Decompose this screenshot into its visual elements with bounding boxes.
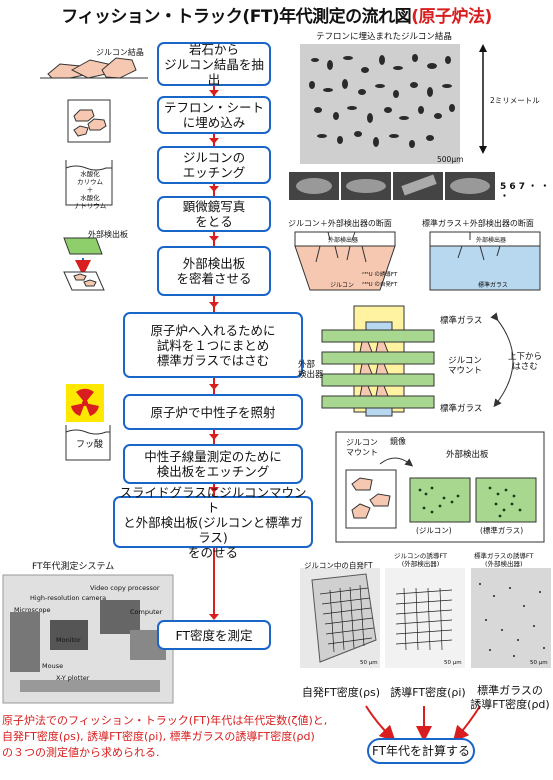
result-arrows xyxy=(365,705,481,743)
density-spontaneous: 自発FT密度(ρs) xyxy=(301,686,381,699)
label-zircon-mount: ジルコン マウント xyxy=(448,356,483,376)
zircon-crystals-icon xyxy=(40,57,148,79)
label-external-detector: 外部検出板 xyxy=(88,230,128,239)
step-embed: テフロン・シートに埋め込み xyxy=(157,96,271,134)
flow-arrows xyxy=(209,90,219,620)
external-detector-icon xyxy=(63,237,105,291)
label-camera: High-resolution camera xyxy=(30,594,107,602)
micrograph-induced xyxy=(385,568,465,668)
label-scale-a: 50 μm xyxy=(360,660,378,666)
label-zircon-section: ジルコン xyxy=(330,282,354,289)
label-hf: フッ酸 xyxy=(76,440,104,450)
label-std-glass-bottom: 標準ガラス xyxy=(440,404,483,414)
ft-system-photo xyxy=(2,574,174,704)
step-mount-slide: スライドグラスにジルコンマウント と外部検出板(ジルコンと標準ガラス) をのせる xyxy=(113,485,313,560)
microphoto-strip xyxy=(289,172,495,200)
label-computer: Computer xyxy=(130,608,163,616)
radiation-icon xyxy=(66,384,104,422)
label-g-paren: (標準ガラス) xyxy=(480,526,524,535)
sample-sandwich xyxy=(321,305,514,417)
label-ext-det-board: 外部検出板 xyxy=(446,450,489,460)
label-zircon-crystal: ジルコン結晶 xyxy=(96,48,144,57)
label-section-glass: 標準ガラス＋外部検出器の断面 xyxy=(422,219,534,228)
cross-section-glass xyxy=(429,231,541,291)
step-extract: 岩石から ジルコン結晶を抽出 xyxy=(157,42,271,87)
label-spontaneous: ジルコン中の自発FT xyxy=(304,561,373,570)
label-scale-c: 50 μm xyxy=(530,660,548,666)
step-attach-detector: 外部検出板 を密着させる xyxy=(157,246,271,296)
label-glass-induced: 標準ガラスの誘導FT (外部検出器) xyxy=(474,552,534,568)
page-title: フィッション・トラック(FT)年代測定の流れ図(原子炉法) xyxy=(0,2,553,27)
micrograph-glass xyxy=(471,568,551,668)
step-etching: ジルコンの エッチング xyxy=(157,146,271,184)
label-scale-b: 50 μm xyxy=(444,660,462,666)
label-section-zircon: ジルコン＋外部検出器の断面 xyxy=(288,219,392,228)
label-induced: ジルコンの誘導FT (外部検出器) xyxy=(394,552,447,568)
density-glass: 標準ガラスの 誘導FT密度(ρd) xyxy=(470,684,550,711)
label-scale-2mm: 2ミリメートル xyxy=(490,96,540,105)
label-z-paren: (ジルコン) xyxy=(416,526,452,535)
step-photo: 顕微鏡写真 をとる xyxy=(157,196,271,232)
label-xy-plotter: X-Y plotter xyxy=(56,674,90,682)
label-mount-z: ジルコン マウント xyxy=(346,438,378,457)
label-mouse: Mouse xyxy=(42,662,64,670)
mirror-diagram xyxy=(335,431,545,543)
label-std-glass-top: 標準ガラス xyxy=(440,316,483,326)
title-sub: (原子炉法) xyxy=(411,7,492,27)
result-box: FT年代を計算する xyxy=(367,738,475,764)
label-det-1: 外部検出器 xyxy=(328,237,359,244)
summary-text: 原子炉法でのフィッション・トラック(FT)年代は年代定数(ζ値)と, 自発FT密… xyxy=(2,714,328,759)
label-outer-detector: 外部 検出器 xyxy=(298,360,324,380)
label-naoh: 水酸化 カリウム ＋ 水酸化 ナトリウム xyxy=(73,170,107,210)
label-ft235: ²³⁵U の誘導FT xyxy=(362,272,398,278)
label-mirror: 鏡像 xyxy=(390,437,406,446)
micrograph-spontaneous xyxy=(300,568,380,668)
beaker-naoh-icon xyxy=(65,160,113,206)
label-ft238: ²³⁸U の自発FT xyxy=(362,282,398,288)
label-microscope: Microscope xyxy=(14,606,51,614)
label-video: Video copy processor xyxy=(90,584,160,592)
label-glass-section: 標準ガラス xyxy=(478,282,508,289)
label-scale-500um: 500μm xyxy=(437,155,464,164)
density-induced: 誘導FT密度(ρi) xyxy=(390,686,466,699)
step-irradiate: 原子炉で中性子を照射 xyxy=(123,394,303,430)
step-assemble: 原子炉へ入れるために 試料を１つにまとめ 標準ガラスではさむ xyxy=(123,312,303,378)
label-teflon-photo: テフロンに埋込まれたジルコン結晶 xyxy=(316,32,452,42)
label-monitor: Monitor xyxy=(56,636,81,644)
title-main: フィッション・トラック(FT)年代測定の流れ図 xyxy=(61,7,412,27)
label-ft-system: FT年代測定システム xyxy=(32,562,115,572)
teflon-zircon-photo xyxy=(300,44,487,164)
label-sequence: 5 6 7 ・ ・ ・ xyxy=(500,182,550,202)
step-measure-density: FT密度を測定 xyxy=(157,620,271,650)
teflon-sheet-icon xyxy=(67,99,111,143)
label-det-2: 外部検出器 xyxy=(476,237,507,244)
step-etch-detector: 中性子線量測定のために 検出板をエッチング xyxy=(123,444,303,484)
beaker-hf-icon xyxy=(65,425,111,461)
label-sandwich: 上下から はさむ xyxy=(508,352,543,372)
cross-section-zircon xyxy=(294,231,396,291)
